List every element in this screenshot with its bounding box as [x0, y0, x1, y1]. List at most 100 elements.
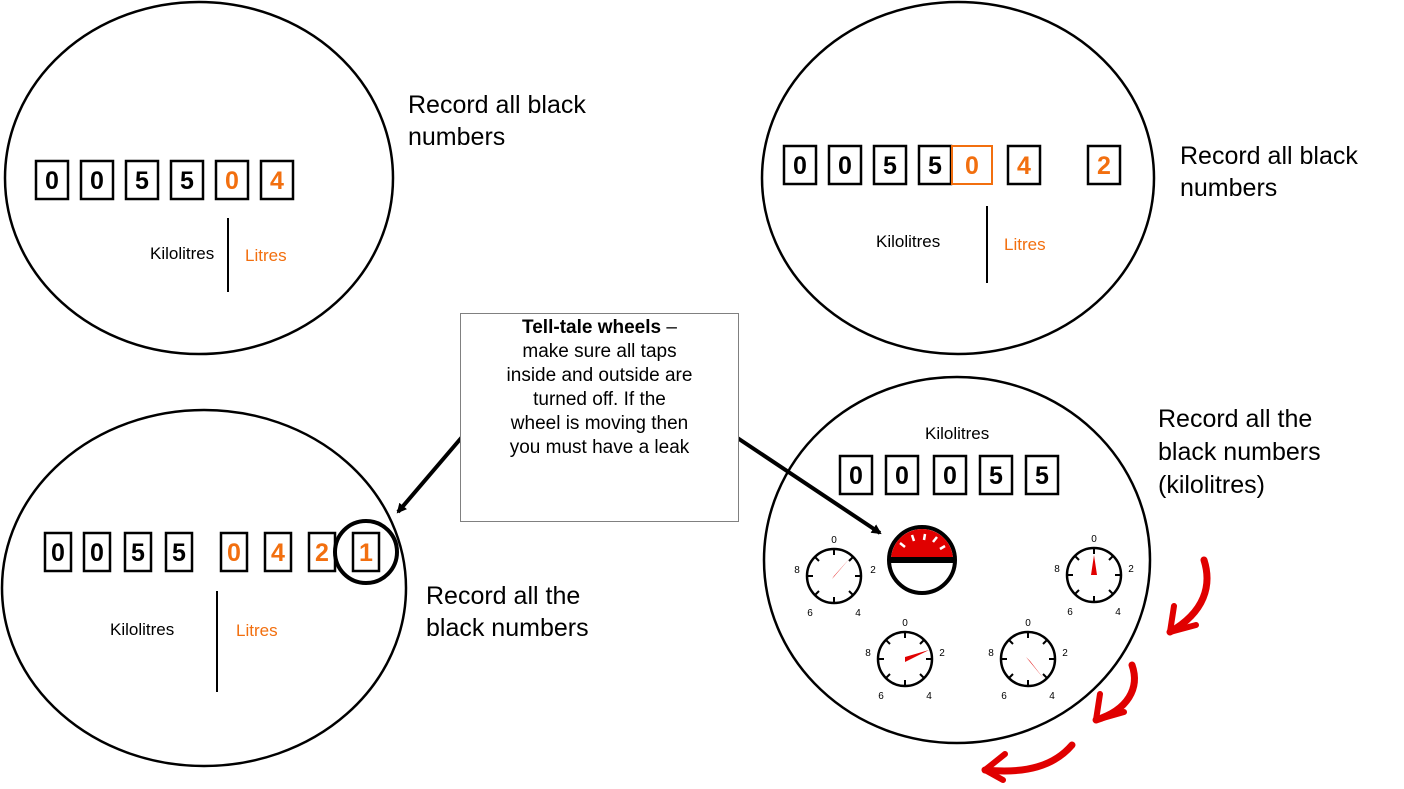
tell-tale-highlight-circle: [333, 519, 399, 585]
meter-2: 0 0 5 5 0 4 2 Kilolitres Litres: [760, 0, 1156, 356]
note-line-1: make sure all taps: [522, 341, 677, 362]
meter-3-digit-box: 0: [219, 531, 249, 573]
dial-label: 4: [926, 691, 932, 702]
meter-1-digit: 4: [270, 167, 284, 195]
dial-label: 8: [1054, 564, 1060, 575]
dial-right-lower-needle: [1026, 657, 1044, 679]
meter-1-digit-box: 5: [169, 159, 205, 201]
meter-1-digit-box: 5: [124, 159, 160, 201]
meter-2-caption-line-1: Record all black: [1180, 142, 1358, 170]
meter-3-caption-line-1: Record all the: [426, 582, 580, 610]
meter-3-face: [0, 408, 408, 768]
meter-2-digit: 0: [965, 152, 979, 180]
meter-2-kilolitres-label: Kilolitres: [876, 232, 940, 251]
meter-4-digits: 0 0 0 5 5: [838, 454, 1060, 496]
meter-3-digit: 2: [315, 539, 329, 567]
meter-1-digit-box: 0: [214, 159, 250, 201]
meter-2-digit-box: 0: [827, 144, 863, 186]
red-flow-arrows: [981, 556, 1211, 783]
meter-2-digit: 2: [1097, 152, 1111, 180]
dial-label: 0: [1091, 534, 1097, 545]
meter-2-face: [760, 0, 1156, 356]
meter-2-digit: 4: [1017, 152, 1031, 180]
dial-right-lower: 0 2 4 6 8: [988, 618, 1068, 702]
dial-label: 0: [831, 535, 837, 546]
dial-center: 0 2 4 6 8: [865, 618, 945, 702]
meter-1-litres-label: Litres: [245, 246, 287, 265]
meter-3-caption-line-2: black numbers: [426, 614, 589, 642]
dial-left: 0 2 4 6 8: [794, 535, 876, 619]
meter-2-litres-label: Litres: [1004, 235, 1046, 254]
note-line-3: turned off. If the: [533, 389, 666, 410]
meter-1-caption-line-1: Record all black: [408, 91, 586, 119]
tell-tale-wheels-note: Tell-tale wheels – make sure all taps in…: [460, 313, 739, 522]
meter-4-kilolitres-label: Kilolitres: [925, 424, 989, 443]
meter-1-caption-line-2: numbers: [408, 123, 505, 151]
dial-label: 8: [865, 648, 871, 659]
meter-4-digit-box: 0: [932, 454, 968, 496]
meter-4-digit-box: 0: [838, 454, 874, 496]
meter-4-digit-box: 5: [1024, 454, 1060, 496]
meter-2-caption-line-2: numbers: [1180, 174, 1277, 202]
dial-label: 2: [1128, 564, 1134, 575]
meter-3-litres-label: Litres: [236, 621, 278, 640]
dial-right-upper-needle: [1091, 555, 1097, 575]
dial-label: 8: [794, 565, 800, 576]
dial-label: 0: [902, 618, 908, 629]
dial-label: 0: [1025, 618, 1031, 629]
meter-4-digit-box: 5: [978, 454, 1014, 496]
meter-3-digit-box: 5: [123, 531, 153, 573]
meter-3-digit-box: 4: [263, 531, 293, 573]
meter-3: 0 0 5 5 0 4 2 1 Kilolitres Litres: [0, 408, 408, 768]
meter-4: Kilolitres 0 0 0 5 5 0 2 4 6 8: [762, 375, 1152, 745]
dial-label: 2: [1062, 648, 1068, 659]
meter-2-digit: 5: [883, 152, 897, 180]
meter-2-digit: 0: [838, 152, 852, 180]
dial-label: 6: [1067, 607, 1073, 618]
meter-3-digit: 0: [51, 539, 65, 567]
meter-2-digit-box: 5: [917, 144, 953, 186]
meter-3-digit: 0: [90, 539, 104, 567]
meter-3-digit: 1: [359, 539, 373, 567]
dial-label: 4: [1049, 691, 1055, 702]
meter-2-digit-box: 5: [872, 144, 908, 186]
dial-label: 4: [1115, 607, 1121, 618]
meter-3-digit: 0: [227, 539, 241, 567]
note-title: Tell-tale wheels: [522, 317, 662, 338]
note-line-5: you must have a leak: [509, 437, 690, 458]
meter-4-digit: 0: [849, 462, 863, 490]
meter-1-digit-box: 0: [79, 159, 115, 201]
meter-2-digit: 0: [793, 152, 807, 180]
meter-1-digit: 0: [90, 167, 104, 195]
meter-4-digit: 5: [989, 462, 1003, 490]
arrow-to-meter-4-wheel: [722, 427, 882, 535]
dial-center-needle: [905, 650, 929, 662]
meter-3-digit: 4: [271, 539, 285, 567]
meter-1: 0 0 5 5 0 4 Kilolitres Litres: [3, 0, 395, 356]
meter-2-digit: 5: [928, 152, 942, 180]
meter-4-caption-line-3: (kilolitres): [1158, 471, 1265, 499]
dial-left-needle: [832, 558, 850, 579]
meter-3-digit-box: 1: [351, 531, 381, 573]
arrow-to-meter-3-wheel: [396, 435, 464, 514]
meter-3-digit-box: 0: [82, 531, 112, 573]
meter-2-digit-box: 4: [1006, 144, 1042, 186]
meter-3-digit-box: 5: [164, 531, 194, 573]
meter-4-digit: 5: [1035, 462, 1049, 490]
meter-1-digit-box: 4: [259, 159, 295, 201]
meter-3-digit: 5: [131, 539, 145, 567]
meter-1-kilolitres-label: Kilolitres: [150, 244, 214, 263]
dial-label: 4: [855, 608, 861, 619]
meter-3-digits: 0 0 5 5 0 4 2 1: [43, 531, 381, 573]
meter-4-digit: 0: [895, 462, 909, 490]
note-line-2: inside and outside are: [506, 365, 693, 386]
dial-label: 2: [870, 565, 876, 576]
meter-4-caption-line-1: Record all the: [1158, 405, 1312, 433]
meter-3-digit-box: 0: [43, 531, 73, 573]
dial-label: 6: [807, 608, 813, 619]
note-line-4: wheel is moving then: [510, 413, 689, 434]
dial-label: 6: [1001, 691, 1007, 702]
meter-1-digit: 0: [225, 167, 239, 195]
dial-label: 8: [988, 648, 994, 659]
